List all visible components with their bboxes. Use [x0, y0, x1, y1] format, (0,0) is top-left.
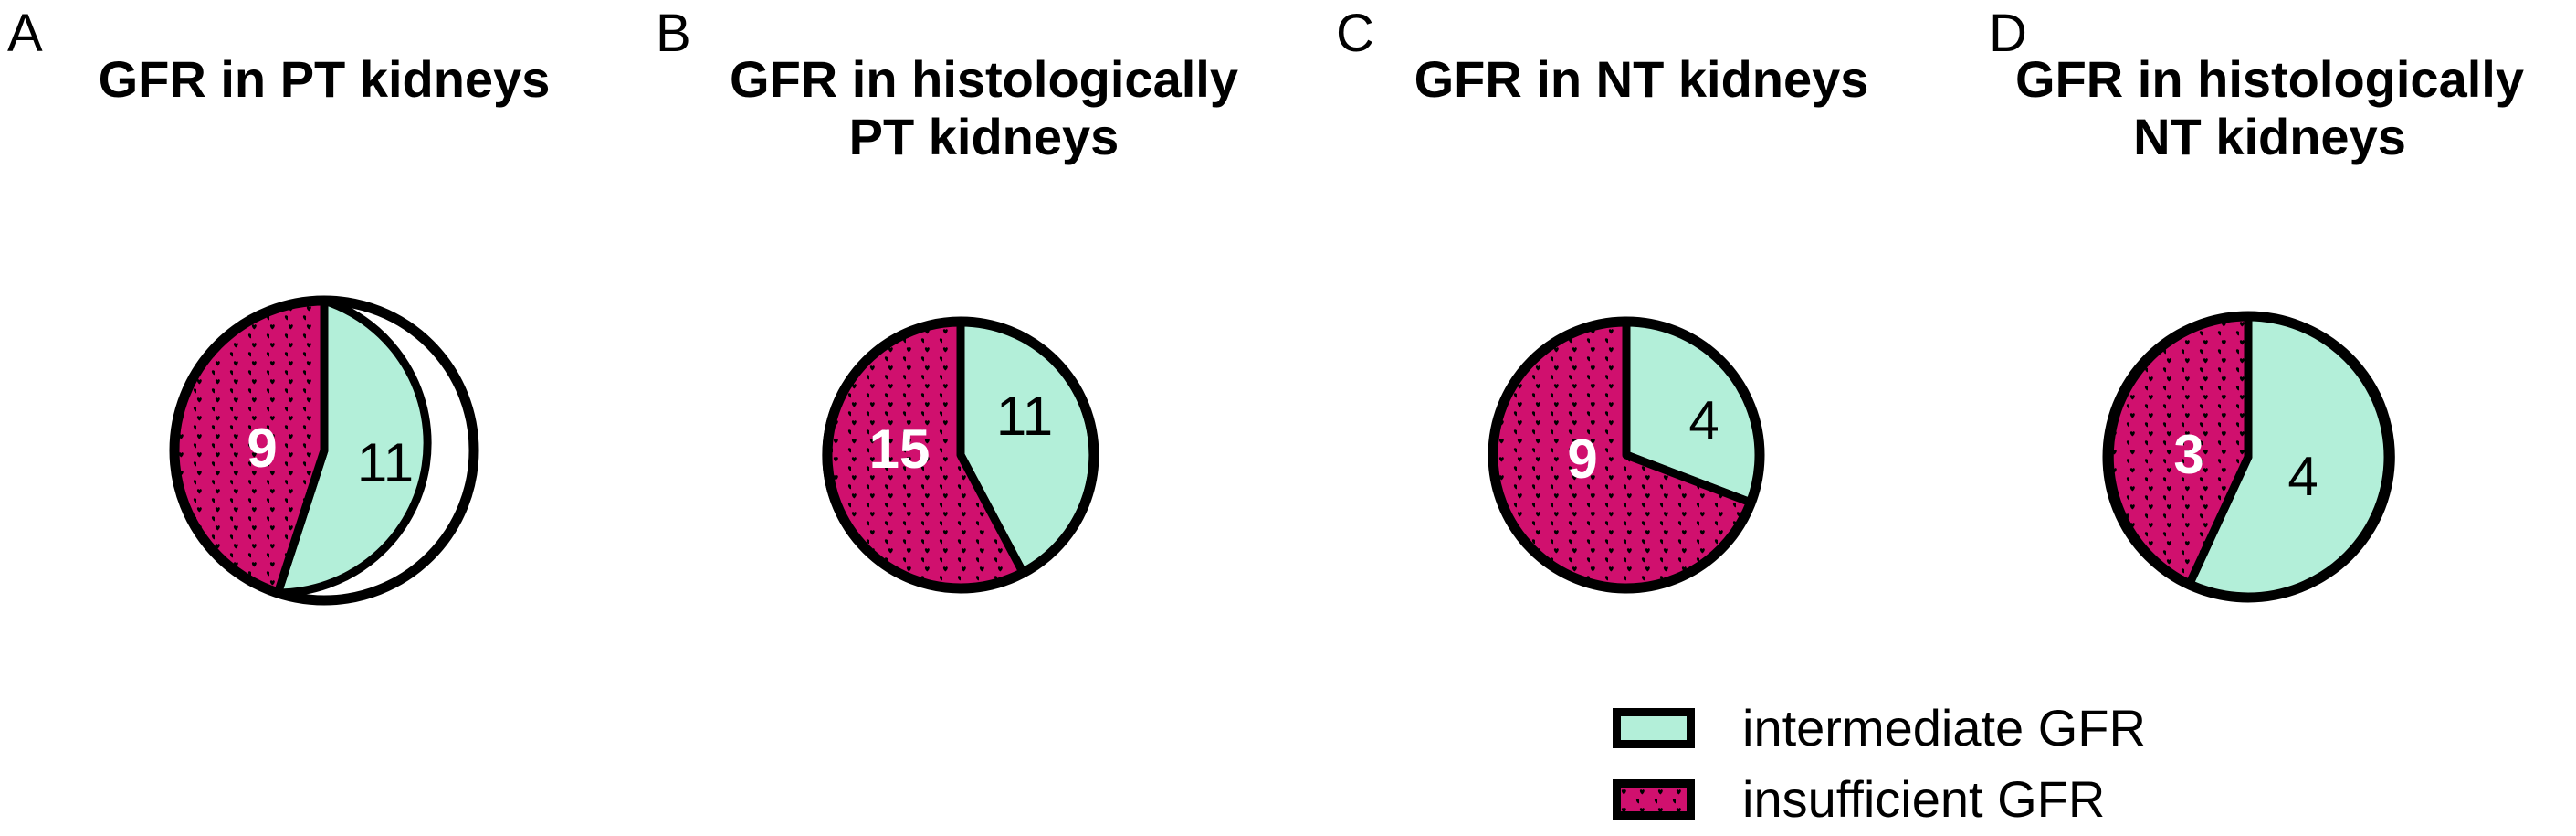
pie-chart-a: 9 11 — [160, 286, 489, 615]
pie-label-intermediate: 4 — [1688, 390, 1719, 451]
panel-b: B GFR in histologically PT kidneys 15 11 — [648, 0, 1320, 836]
legend-swatch-insufficient-icon — [1613, 779, 1695, 820]
pie-label-insufficient: 9 — [247, 418, 277, 479]
panel-letter-b: B — [656, 4, 691, 63]
panel-letter-a: A — [7, 4, 43, 63]
legend-item-insufficient: insufficient GFR — [1613, 764, 2146, 835]
pie-chart-b: 15 11 — [815, 309, 1107, 601]
panel-a: A GFR in PT kidneys 9 11 — [0, 0, 648, 836]
legend-label-intermediate: intermediate GFR — [1742, 699, 2146, 757]
pie-slice-intermediate — [273, 296, 432, 598]
pie-outline — [169, 295, 479, 606]
pie-outline — [822, 316, 1099, 594]
pie-label-intermediate: 11 — [357, 432, 414, 493]
pie-chart-c: 9 4 — [1480, 309, 1772, 601]
legend-item-intermediate: intermediate GFR — [1613, 693, 2146, 764]
pie-label-insufficient: 15 — [869, 418, 931, 480]
pie-label-intermediate: 11 — [996, 386, 1053, 447]
panel-letter-c: C — [1336, 4, 1374, 63]
panel-letter-d: D — [1989, 4, 2027, 63]
panel-title-c: GFR in NT kidneys — [1414, 50, 1869, 108]
pie-label-insufficient: 9 — [1567, 429, 1597, 490]
legend-swatch-intermediate-icon — [1613, 708, 1695, 748]
pie-label-intermediate: 4 — [2287, 446, 2318, 507]
panel-c: C GFR in NT kidneys 9 4 — [1320, 0, 1963, 836]
pie-label-insufficient: 3 — [2173, 424, 2203, 485]
legend: intermediate GFR insufficient GFR — [1613, 693, 2146, 835]
pie-chart-d: 3 4 — [2093, 302, 2403, 612]
pie-outline — [1488, 316, 1765, 594]
panel-title-b: GFR in histologically PT kidneys — [730, 50, 1238, 165]
panel-title-a: GFR in PT kidneys — [98, 50, 551, 108]
legend-label-insufficient: insufficient GFR — [1742, 770, 2106, 828]
panel-d: D GFR in histologically NT kidneys 3 4 — [1963, 0, 2576, 836]
panel-title-d: GFR in histologically NT kidneys — [2015, 50, 2524, 165]
pie-outline — [2102, 311, 2394, 603]
